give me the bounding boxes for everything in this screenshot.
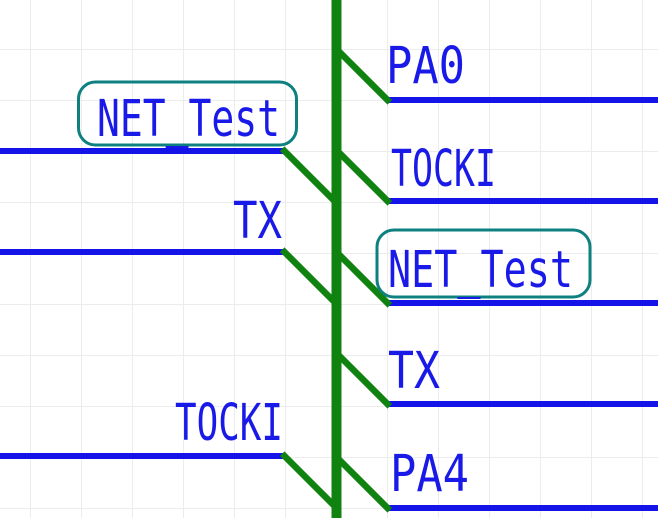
net-label-left-net-test[interactable]: NET_Test xyxy=(97,90,280,149)
bus-entry-right-pa4[interactable] xyxy=(331,452,393,513)
highlight-box-right-net-test xyxy=(375,228,592,299)
net-label-right-tocki[interactable]: TOCKI xyxy=(391,140,496,199)
highlight-box-left-net-test xyxy=(77,80,298,147)
bus-entry-left-net-test[interactable] xyxy=(279,146,342,209)
bus-entry-left-tocki[interactable] xyxy=(279,451,342,514)
net-label-left-tocki[interactable]: TOCKI xyxy=(175,394,283,453)
bus-entry-right-tx[interactable] xyxy=(331,348,393,409)
bus-entry-right-pa0[interactable] xyxy=(331,44,393,105)
bus-entry-right-net-test[interactable] xyxy=(331,247,393,308)
net-label-right-tx[interactable]: TX xyxy=(388,342,440,401)
net-label-left-tx[interactable]: TX xyxy=(233,192,282,251)
net-label-right-net-test[interactable]: NET_Test xyxy=(388,241,573,300)
bus-entry-right-tocki[interactable] xyxy=(331,145,393,206)
net-label-right-pa4[interactable]: PA4 xyxy=(390,445,469,504)
net-label-right-pa0[interactable]: PA0 xyxy=(386,37,465,96)
bus-entry-left-tx[interactable] xyxy=(279,247,342,310)
